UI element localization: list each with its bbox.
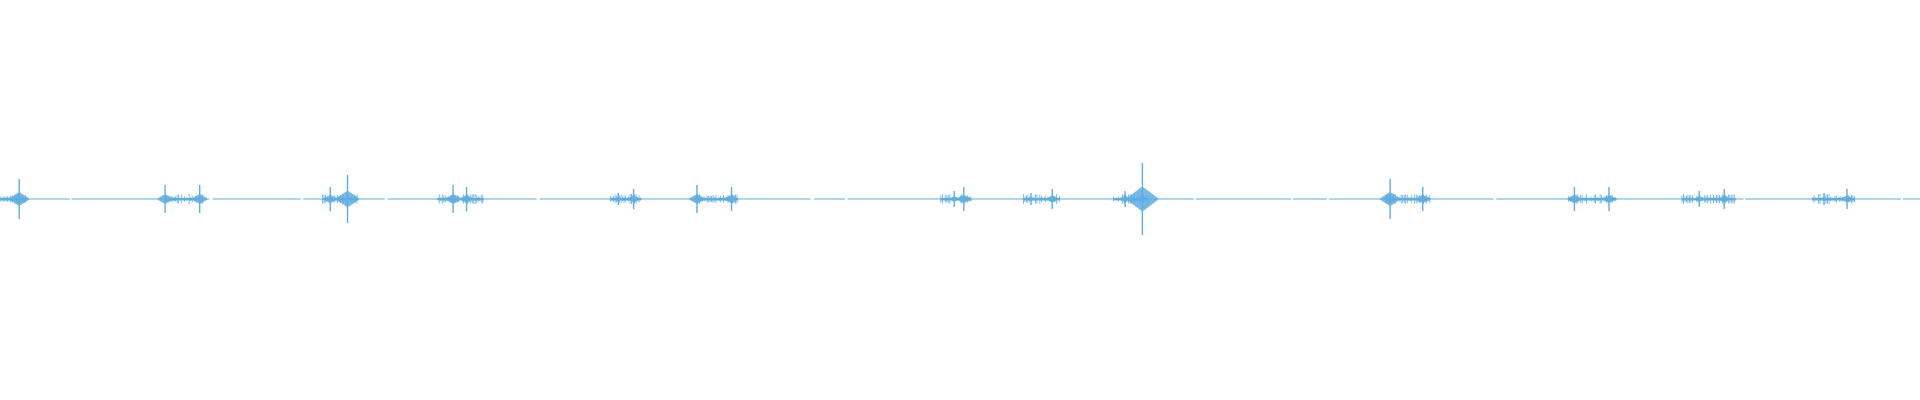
peak-envelope	[1566, 194, 1583, 204]
peak-envelope	[1125, 186, 1159, 212]
waveform-peak	[1379, 179, 1402, 219]
waveform-peak	[1414, 187, 1431, 211]
peak-envelope	[1839, 195, 1855, 203]
peak-envelope	[1024, 196, 1038, 202]
waveform-peak	[947, 191, 962, 207]
waveform-cluster	[1386, 198, 1431, 201]
waveform-peak	[626, 189, 642, 209]
waveform-peak	[1044, 189, 1060, 209]
peak-envelope	[1600, 194, 1618, 204]
peak-envelope	[444, 194, 463, 204]
peak-envelope	[723, 194, 740, 204]
waveform-peak	[444, 185, 463, 213]
waveform-peak	[1125, 163, 1159, 235]
peak-envelope	[1044, 195, 1060, 203]
peak-envelope	[947, 196, 962, 202]
waveform-peak	[688, 185, 706, 213]
waveform-peak	[1600, 187, 1618, 211]
waveform-peak	[1024, 193, 1038, 205]
peak-envelope	[1414, 194, 1431, 204]
waveform-peak	[190, 185, 209, 213]
peak-envelope	[955, 194, 973, 204]
peak-envelope	[626, 195, 642, 203]
peak-envelope	[190, 194, 209, 204]
waveform-peak	[335, 175, 360, 223]
peak-envelope	[1379, 192, 1402, 206]
peak-envelope	[156, 194, 175, 204]
waveform-peak	[1692, 191, 1706, 207]
waveform-peaks	[8, 163, 1855, 235]
waveform-peak	[322, 187, 339, 211]
peak-envelope	[1817, 196, 1831, 202]
waveform-peak	[1566, 187, 1583, 211]
peak-envelope	[322, 194, 339, 204]
waveform-peak	[1839, 189, 1855, 209]
waveform-peak	[458, 187, 475, 211]
waveform-peak	[612, 193, 625, 205]
waveform-peak	[8, 179, 31, 219]
peak-envelope	[335, 190, 360, 208]
peak-envelope	[1692, 196, 1706, 202]
waveform-peak	[955, 187, 973, 211]
waveform-peak	[723, 187, 740, 211]
waveform-peak	[156, 185, 175, 213]
peak-envelope	[688, 194, 706, 204]
peak-envelope	[1716, 195, 1732, 203]
peak-envelope	[458, 194, 475, 204]
peak-envelope	[8, 192, 31, 206]
waveform-peak	[1716, 189, 1732, 209]
peak-envelope	[612, 196, 625, 202]
waveform-peak	[1817, 193, 1831, 205]
